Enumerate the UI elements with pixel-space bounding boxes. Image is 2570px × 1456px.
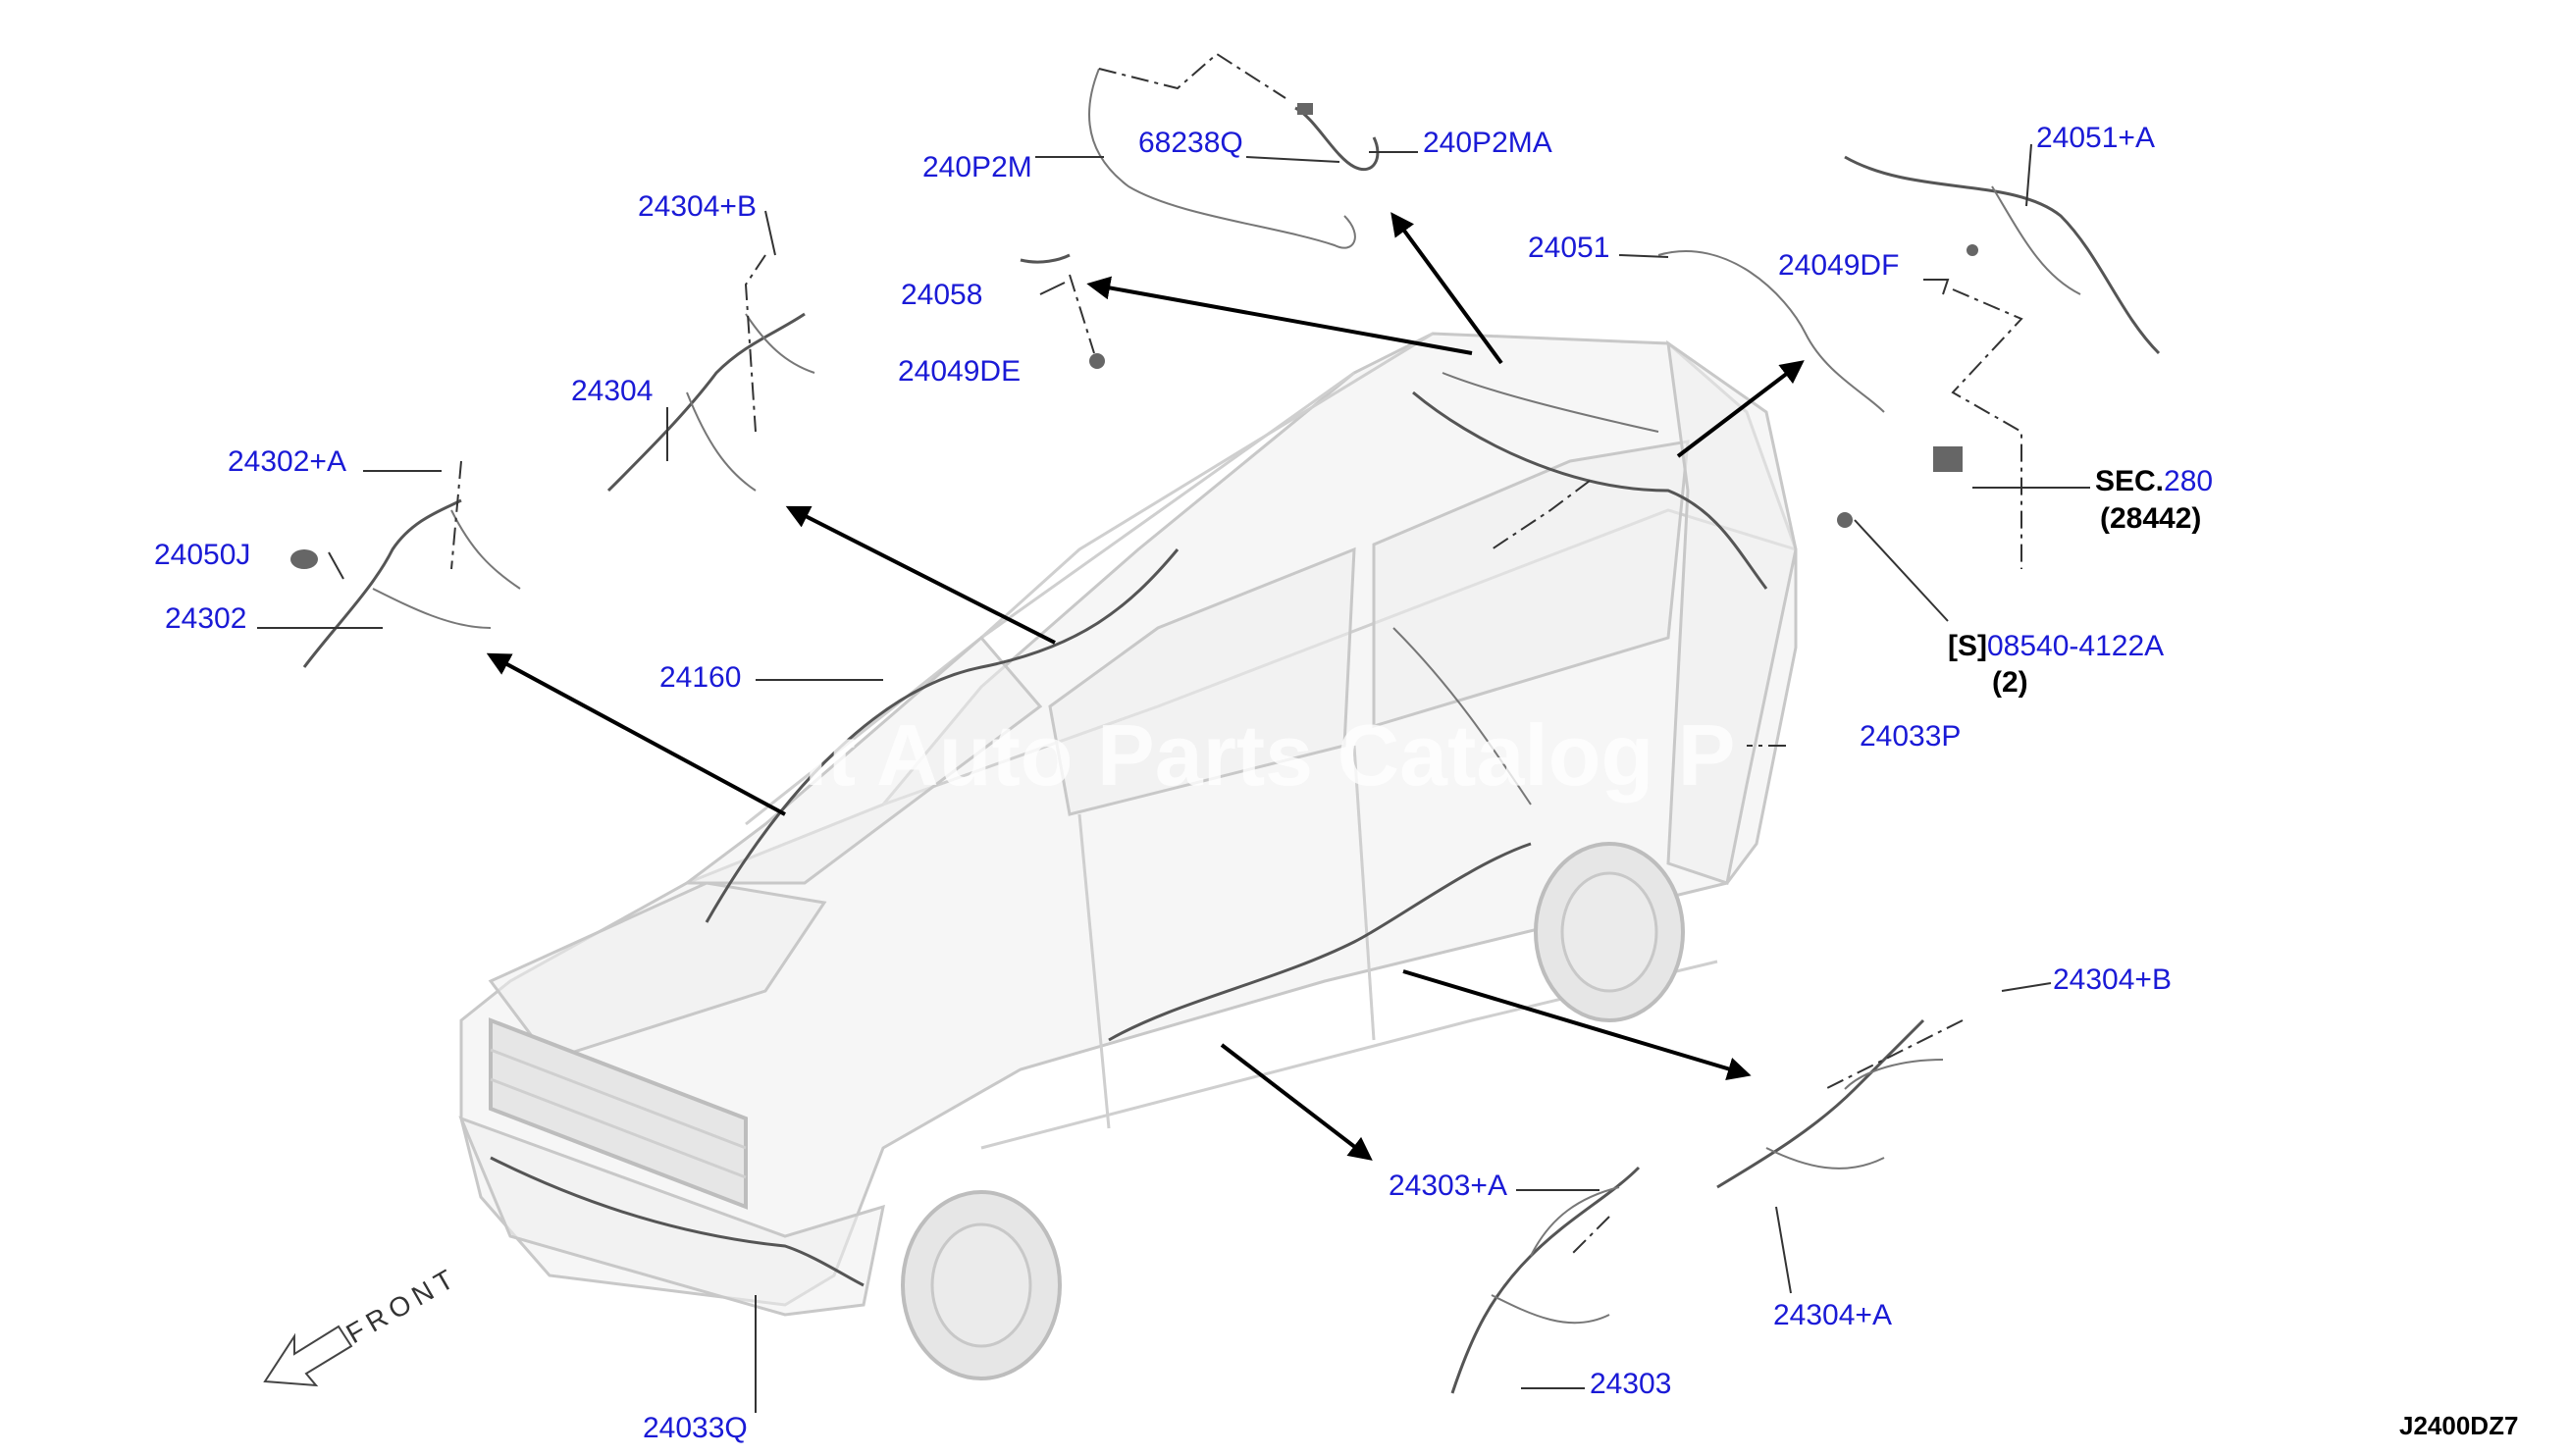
label-24302[interactable]: 24302 xyxy=(165,602,246,635)
label-screw[interactable]: [S]08540-4122A xyxy=(1948,630,2164,662)
label-24049DE[interactable]: 24049DE xyxy=(898,355,1021,388)
label-68238Q[interactable]: 68238Q xyxy=(1138,127,1243,159)
front-arrow-icon xyxy=(263,1325,353,1387)
label-sec-280[interactable]: SEC.280 xyxy=(2095,465,2213,497)
label-sec-ref: (28442) xyxy=(2100,502,2201,535)
harness-24304-right xyxy=(1716,1018,1944,1189)
label-240P2M[interactable]: 240P2M xyxy=(922,151,1032,183)
label-24058[interactable]: 24058 xyxy=(901,279,982,311)
diagram-id: J2400DZ7 xyxy=(2399,1411,2518,1440)
watermark-text: ant Auto Parts Catalog P xyxy=(726,706,1735,804)
callout-arrows xyxy=(486,212,1805,1161)
harness-24051 xyxy=(1657,155,2161,413)
label-24302A[interactable]: 24302+A xyxy=(228,445,346,478)
front-indicator: FRONT xyxy=(263,1261,464,1387)
label-screw-qty: (2) xyxy=(1992,666,2028,699)
bracket-sec280 xyxy=(1837,446,1963,528)
label-24050J[interactable]: 24050J xyxy=(154,539,250,571)
sec-number: 280 xyxy=(2164,465,2213,497)
label-24049DF[interactable]: 24049DF xyxy=(1778,249,1899,282)
sec-prefix: SEC. xyxy=(2095,465,2164,497)
vehicle-illustration xyxy=(458,332,1798,1380)
label-24304[interactable]: 24304 xyxy=(571,375,653,407)
label-24303A[interactable]: 24303+A xyxy=(1389,1170,1507,1202)
harness-240P2M xyxy=(1088,68,1380,249)
label-24051[interactable]: 24051 xyxy=(1528,232,1609,264)
leader-lines xyxy=(257,143,2090,1413)
front-label: FRONT xyxy=(341,1261,464,1349)
label-24033Q[interactable]: 24033Q xyxy=(643,1412,748,1444)
screw-prefix: [S] xyxy=(1948,630,1987,662)
harness-24058 xyxy=(1020,253,1105,369)
harness-24303 xyxy=(1450,1166,1641,1394)
harness-24302 xyxy=(290,498,521,668)
label-24033P[interactable]: 24033P xyxy=(1860,720,1961,753)
harness-24304-top xyxy=(606,312,815,493)
dash-lines xyxy=(450,52,2023,1257)
label-24304A[interactable]: 24304+A xyxy=(1773,1299,1892,1331)
label-24160[interactable]: 24160 xyxy=(659,661,741,694)
label-24304B-top[interactable]: 24304+B xyxy=(638,190,757,223)
label-24304B-right[interactable]: 24304+B xyxy=(2053,963,2172,996)
label-240P2MA[interactable]: 240P2MA xyxy=(1423,127,1552,159)
screw-part-number: 08540-4122A xyxy=(1987,630,2164,662)
label-24051A[interactable]: 24051+A xyxy=(2036,122,2155,154)
label-24303[interactable]: 24303 xyxy=(1590,1368,1671,1400)
